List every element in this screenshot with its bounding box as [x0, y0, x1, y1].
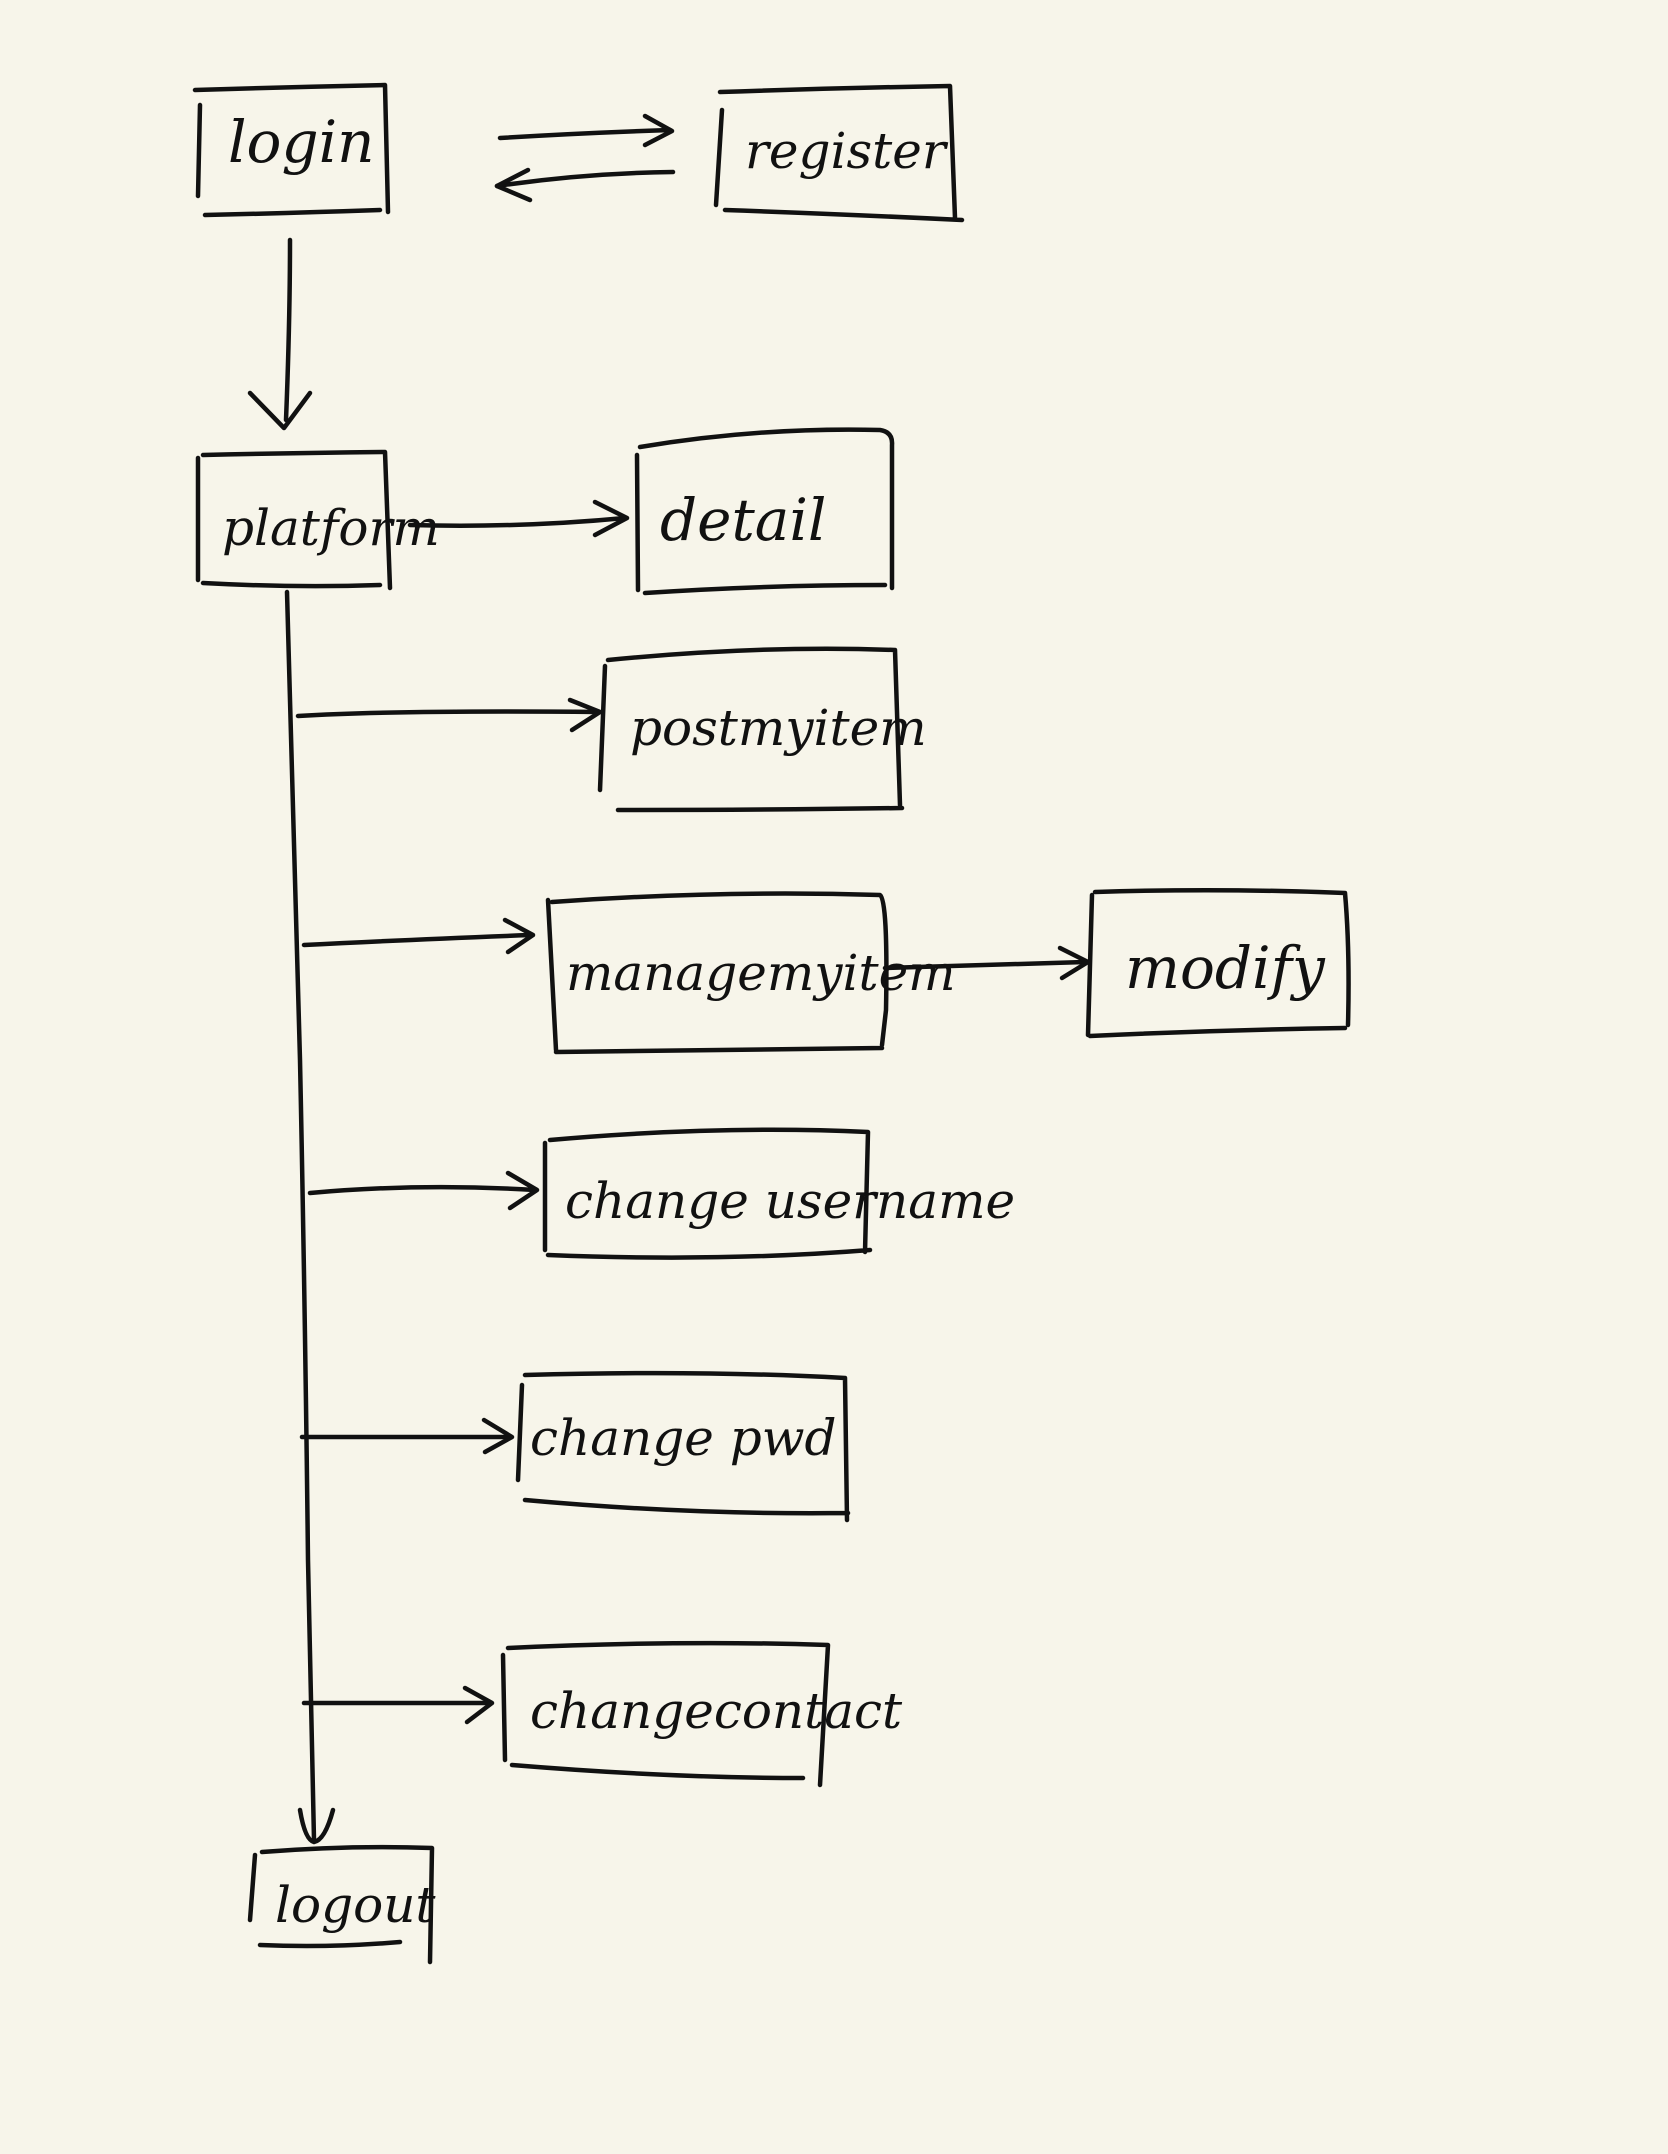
edge-login-to-platform: [247, 237, 313, 431]
node-managemyitem-border: [545, 891, 889, 1055]
node-detail: detail: [634, 427, 895, 596]
node-logout-label: logout: [275, 1876, 436, 1934]
edge-platform-to-postmyitem: [295, 697, 603, 733]
edge-register-to-login: [494, 167, 676, 203]
node-logout-border: [247, 1844, 435, 1965]
node-change-username-label: change username: [565, 1172, 1015, 1230]
node-change-pwd-label: change pwd: [530, 1409, 837, 1467]
node-detail-label: detail: [660, 486, 826, 554]
node-postmyitem-label: postmyitem: [630, 699, 927, 757]
node-logout: logout: [247, 1844, 436, 1965]
node-platform: platform: [195, 449, 440, 591]
node-changecontact: changecontact: [500, 1640, 903, 1788]
node-register-label: register: [745, 122, 949, 180]
node-register-border: [713, 83, 965, 223]
edge-platform-to-change-username: [307, 1170, 540, 1211]
node-register: register: [713, 83, 965, 223]
edge-platform-to-change-pwd: [299, 1417, 515, 1455]
node-change-pwd-border: [515, 1370, 851, 1523]
edge-platform-to-changecontact: [301, 1685, 495, 1725]
node-managemyitem: managemyitem: [545, 891, 956, 1055]
node-postmyitem: postmyitem: [597, 646, 927, 813]
edge-platform-to-detail: [407, 499, 630, 538]
node-postmyitem-border: [597, 646, 905, 813]
node-changecontact-border: [500, 1640, 831, 1788]
node-platform-label: platform: [222, 499, 440, 557]
node-managemyitem-label: managemyitem: [566, 944, 956, 1002]
node-login: login: [192, 82, 391, 218]
node-modify-border: [1085, 887, 1351, 1039]
node-change-username-border: [542, 1127, 873, 1260]
edge-login-to-register: [497, 113, 675, 148]
node-modify-label: modify: [1125, 934, 1326, 1002]
node-login-border: [192, 82, 391, 218]
trunk-line: [284, 589, 317, 1843]
edge-platform-to-managemyitem: [301, 917, 536, 955]
edge-platform-to-logout: [297, 1807, 336, 1845]
node-detail-border: [634, 427, 895, 596]
node-changecontact-label: changecontact: [530, 1682, 903, 1740]
node-change-username: change username: [542, 1127, 1015, 1260]
node-platform-border: [195, 449, 393, 591]
node-change-pwd: change pwd: [515, 1370, 851, 1523]
node-modify: modify: [1085, 887, 1351, 1039]
node-login-label: login: [228, 108, 375, 176]
